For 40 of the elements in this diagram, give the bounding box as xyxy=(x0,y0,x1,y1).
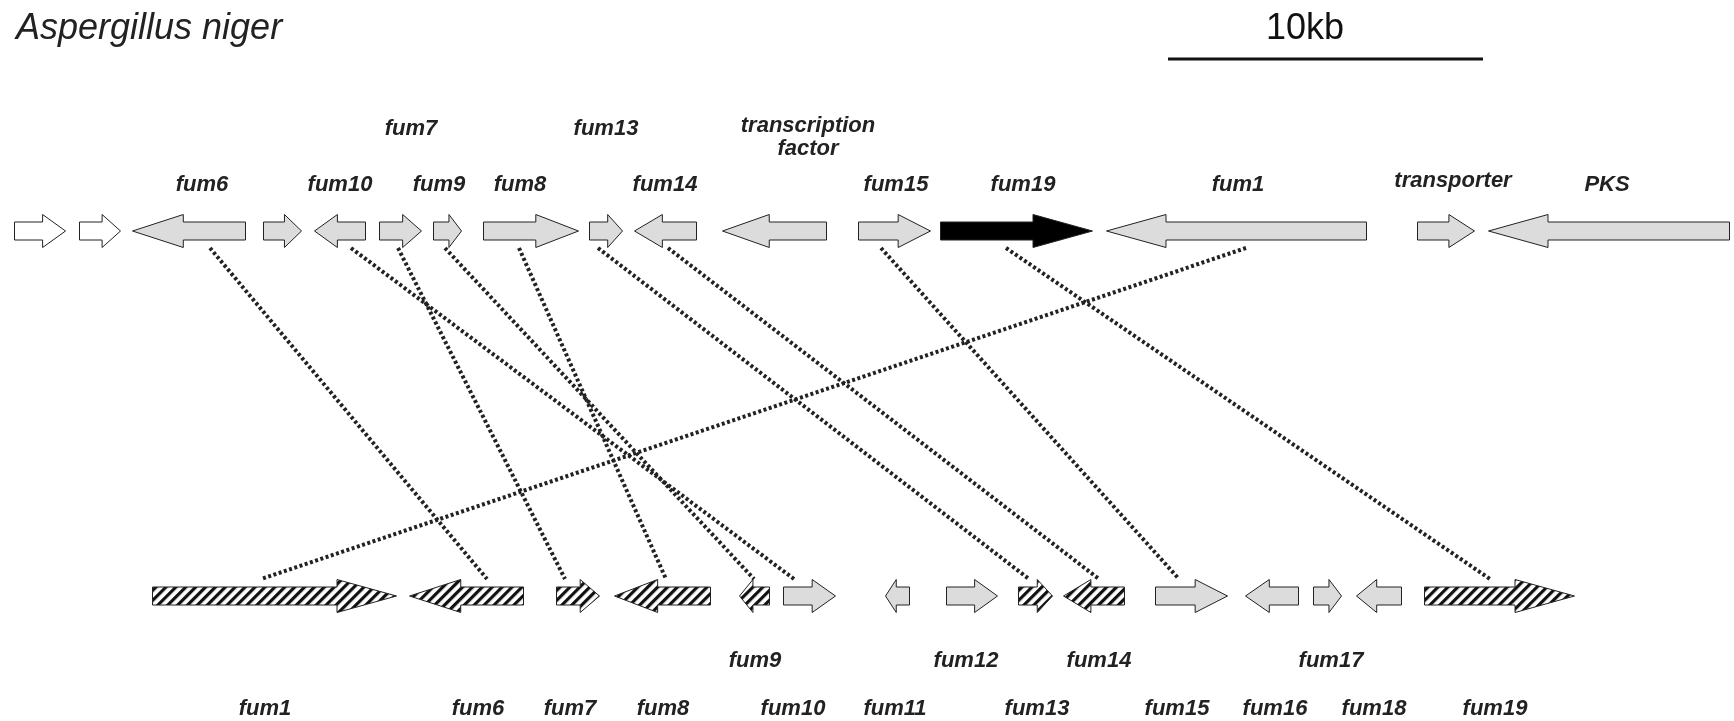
gene-label: fum7 xyxy=(543,696,597,719)
gene-label: fum9 xyxy=(728,648,782,671)
gene-label: fum18 xyxy=(1341,696,1407,719)
homology-line xyxy=(396,247,567,580)
gene-label: fum1 xyxy=(1211,172,1265,195)
gene-label: fum9 xyxy=(412,172,466,195)
gene-label: fum8 xyxy=(493,172,547,195)
gene-label: fum15 xyxy=(863,172,929,195)
gene-label: PKS xyxy=(1584,172,1630,195)
gene-label: fum10 xyxy=(760,696,826,719)
gene-label: fum12 xyxy=(933,648,999,671)
homology-line xyxy=(260,246,1247,581)
homology-line xyxy=(666,246,1101,581)
homology-line xyxy=(879,246,1181,581)
gene-label: fum19 xyxy=(990,172,1056,195)
gene-label: fum13 xyxy=(573,116,639,139)
homology-line xyxy=(443,246,756,581)
homology-line xyxy=(1004,246,1492,581)
gene-label: fum13 xyxy=(1004,696,1070,719)
gene-label: fum14 xyxy=(632,172,698,195)
homology-line xyxy=(596,246,1031,581)
gene-label: fum6 xyxy=(451,696,505,719)
gene-label: fum16 xyxy=(1242,696,1308,719)
gene-label: fum10 xyxy=(307,172,373,195)
species-title: Aspergillus niger xyxy=(16,6,283,48)
gene-label: fum8 xyxy=(636,696,690,719)
gene-label: fum1 xyxy=(238,696,292,719)
gene-label: fum14 xyxy=(1066,648,1132,671)
gene-label: fum6 xyxy=(175,172,229,195)
gene-label: transporter xyxy=(1394,168,1512,191)
homology-line xyxy=(517,247,668,580)
gene-label: fum7 xyxy=(384,116,438,139)
gene-label: fum19 xyxy=(1462,696,1528,719)
homology-line xyxy=(349,246,796,581)
gene-label: transcription factor xyxy=(739,113,877,159)
scale-label: 10kb xyxy=(1265,6,1345,48)
gene-label: fum17 xyxy=(1298,648,1364,671)
homology-line xyxy=(208,246,489,581)
gene-label: fum11 xyxy=(863,696,927,719)
gene-label: fum15 xyxy=(1144,696,1210,719)
